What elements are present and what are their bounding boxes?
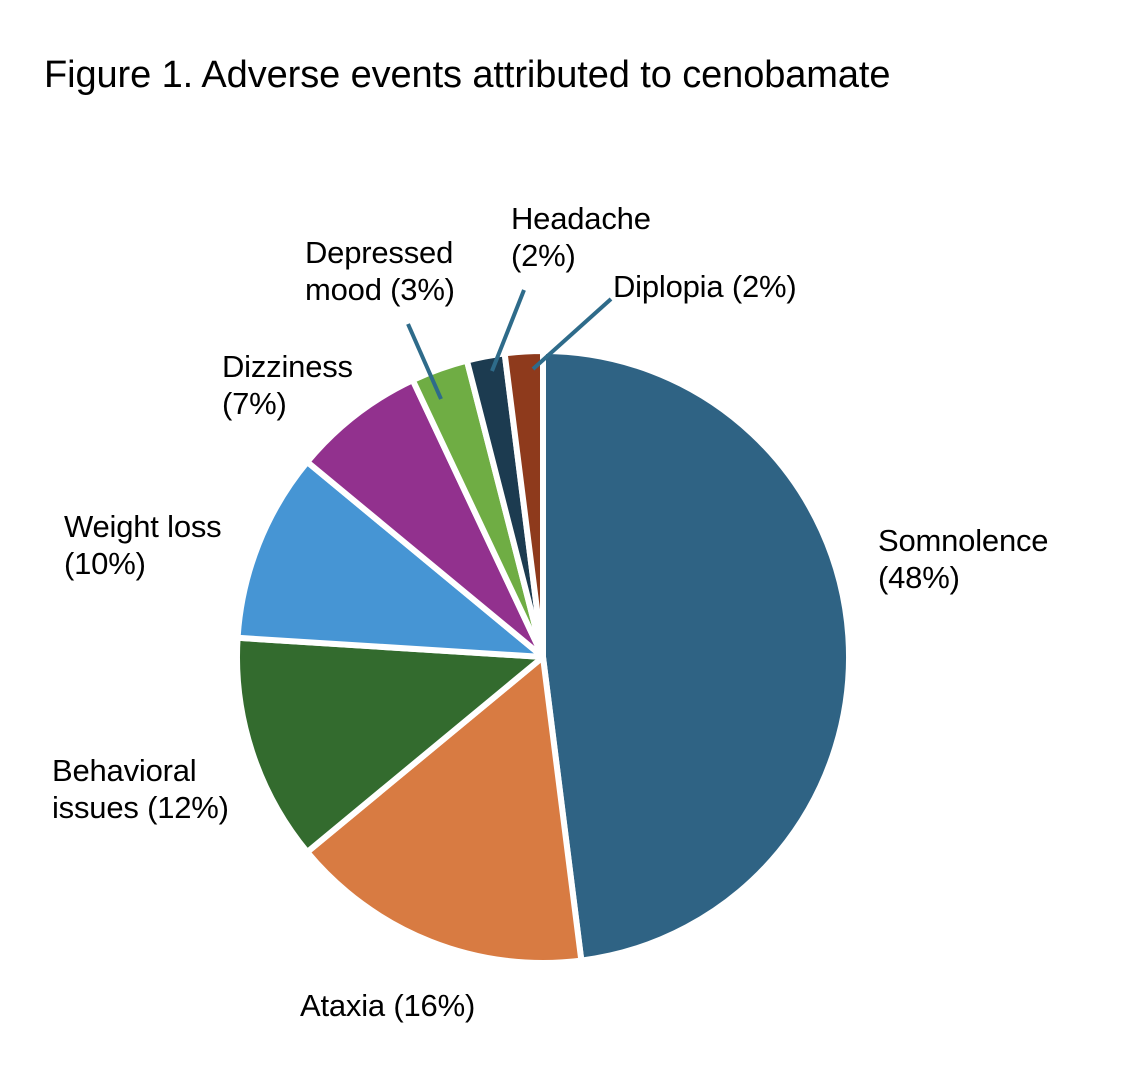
leader-headache [490, 289, 526, 372]
pie-label-depressed-mood: Depressed mood (3%) [305, 235, 455, 308]
pie-label-behavioral-issues: Behavioral issues (12%) [52, 753, 229, 826]
pie-slice-ataxia[interactable] [304, 654, 585, 966]
pie-label-ataxia: Ataxia (16%) [300, 988, 476, 1023]
pie-label-dizziness: Dizziness (7%) [222, 349, 353, 422]
pie-label-somnolence: Somnolence (48%) [878, 523, 1049, 596]
pie-slice-diplopia[interactable] [501, 347, 546, 660]
leader-depressed-mood [406, 323, 443, 400]
pie-slice-weight-loss[interactable] [234, 458, 546, 660]
pie-slice-somnolence[interactable] [540, 348, 852, 964]
pie-slice-dizziness[interactable] [304, 377, 546, 660]
leader-diplopia [531, 297, 613, 371]
pie-slices-group [234, 347, 852, 966]
pie-slice-behavioral-issues[interactable] [234, 634, 546, 856]
page-title: Figure 1. Adverse events attributed to c… [44, 54, 891, 96]
pie-label-headache: Headache (2%) [511, 201, 651, 274]
pie-label-diplopia: Diplopia (2%) [613, 269, 797, 304]
leader-lines-group [406, 289, 613, 400]
pie-label-weight-loss: Weight loss (10%) [64, 509, 222, 582]
